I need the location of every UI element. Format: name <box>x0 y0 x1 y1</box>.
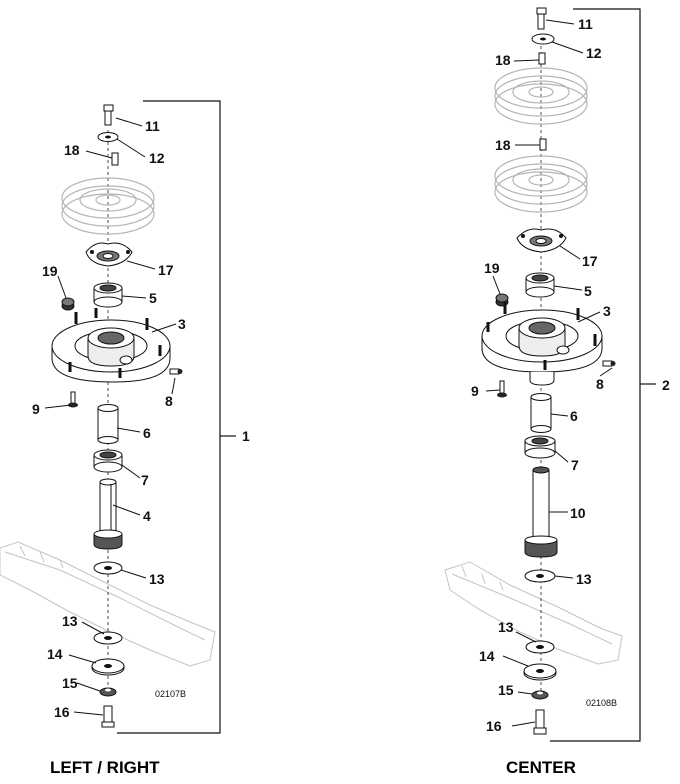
left-bearing-7 <box>93 449 123 473</box>
left-right-assembly: 11 12 18 17 19 5 3 8 9 6 7 4 13 13 14 15… <box>0 100 250 777</box>
callout-9: 9 <box>32 401 40 417</box>
callout-8: 8 <box>596 376 604 392</box>
callout-15: 15 <box>62 675 78 691</box>
callout-18-upper: 18 <box>495 52 511 68</box>
center-bolt-11 <box>536 7 547 30</box>
callout-19: 19 <box>42 263 58 279</box>
center-screw-9 <box>497 380 507 398</box>
center-lower-pulley-ghost <box>494 155 588 213</box>
callout-13-lower: 13 <box>62 613 78 629</box>
left-fitting-8 <box>169 368 183 375</box>
callout-13-upper: 13 <box>576 571 592 587</box>
callout-12: 12 <box>586 45 602 61</box>
callout-13-lower: 13 <box>498 619 514 635</box>
left-washer-13-upper <box>93 561 123 575</box>
callout-4: 4 <box>143 508 151 524</box>
callout-6: 6 <box>143 425 151 441</box>
center-housing-3 <box>481 302 603 386</box>
left-washer-14 <box>91 658 125 676</box>
center-spindle-10 <box>524 466 558 558</box>
callout-assembly-1: 1 <box>242 428 250 444</box>
callout-12: 12 <box>149 150 165 166</box>
callout-7: 7 <box>571 457 579 473</box>
left-bearing-5 <box>93 282 123 308</box>
callout-7: 7 <box>141 472 149 488</box>
callout-18-lower: 18 <box>495 137 511 153</box>
center-caption: CENTER <box>506 758 576 777</box>
center-washer-12 <box>531 33 555 45</box>
center-hub-17 <box>516 228 567 253</box>
left-nut-15 <box>99 687 117 697</box>
callout-5: 5 <box>149 290 157 306</box>
left-washer-12 <box>97 132 119 142</box>
callout-13-upper: 13 <box>149 571 165 587</box>
center-washer-14 <box>523 663 557 681</box>
center-bearing-5 <box>525 272 555 298</box>
center-blade-ghost <box>444 561 623 665</box>
left-key-18 <box>111 152 119 166</box>
center-washer-13-upper <box>524 569 556 583</box>
left-right-caption: LEFT / RIGHT <box>50 758 160 777</box>
left-spindle-4 <box>93 478 123 550</box>
left-bolt-11 <box>103 104 114 126</box>
center-bearing-7 <box>524 435 556 459</box>
center-key-18-upper <box>538 52 546 65</box>
left-screw-9 <box>68 391 78 408</box>
center-leader-lines <box>485 19 613 727</box>
callout-17: 17 <box>158 262 174 278</box>
callout-16: 16 <box>486 718 502 734</box>
left-bolt-16 <box>101 705 115 728</box>
left-assembly-bracket <box>117 100 221 734</box>
center-assembly-bracket <box>550 8 641 742</box>
callout-16: 16 <box>54 704 70 720</box>
callout-15: 15 <box>498 682 514 698</box>
callout-6: 6 <box>570 408 578 424</box>
left-nut-19 <box>61 297 75 311</box>
callout-9: 9 <box>471 383 479 399</box>
left-callouts: 11 12 18 17 19 5 3 8 9 6 7 4 13 13 14 15… <box>32 118 250 720</box>
center-spacer-6 <box>530 393 552 433</box>
callout-11: 11 <box>145 118 160 134</box>
center-callouts: 11 12 18 18 17 19 5 3 8 9 6 7 10 13 13 1… <box>471 16 670 734</box>
callout-10: 10 <box>570 505 586 521</box>
callout-assembly-2: 2 <box>662 377 670 393</box>
callout-18: 18 <box>64 142 80 158</box>
center-washer-13-lower <box>525 640 555 654</box>
center-assembly: 11 12 18 18 17 19 5 3 8 9 6 7 10 13 13 1… <box>444 7 670 777</box>
center-nut-15 <box>531 690 549 700</box>
left-pulley-ghost <box>61 177 155 235</box>
callout-14: 14 <box>47 646 63 662</box>
callout-5: 5 <box>584 283 592 299</box>
center-key-18-lower <box>539 138 547 151</box>
left-washer-13-lower <box>93 631 123 645</box>
callout-3: 3 <box>603 303 611 319</box>
left-blade-ghost <box>0 541 216 667</box>
center-bolt-16 <box>533 709 547 735</box>
left-leader-lines <box>44 117 177 716</box>
callout-3: 3 <box>178 316 186 332</box>
callout-8: 8 <box>165 393 173 409</box>
callout-17: 17 <box>582 253 598 269</box>
center-upper-pulley-ghost <box>494 67 588 125</box>
callout-14: 14 <box>479 648 495 664</box>
left-drawing-code: 02107B <box>155 689 186 699</box>
left-housing-3 <box>51 308 171 383</box>
callout-11: 11 <box>578 16 593 32</box>
left-hub-17 <box>85 242 133 267</box>
center-fitting-8 <box>602 360 616 367</box>
callout-19: 19 <box>484 260 500 276</box>
left-spacer-6 <box>97 404 119 444</box>
center-drawing-code: 02108B <box>586 698 617 708</box>
